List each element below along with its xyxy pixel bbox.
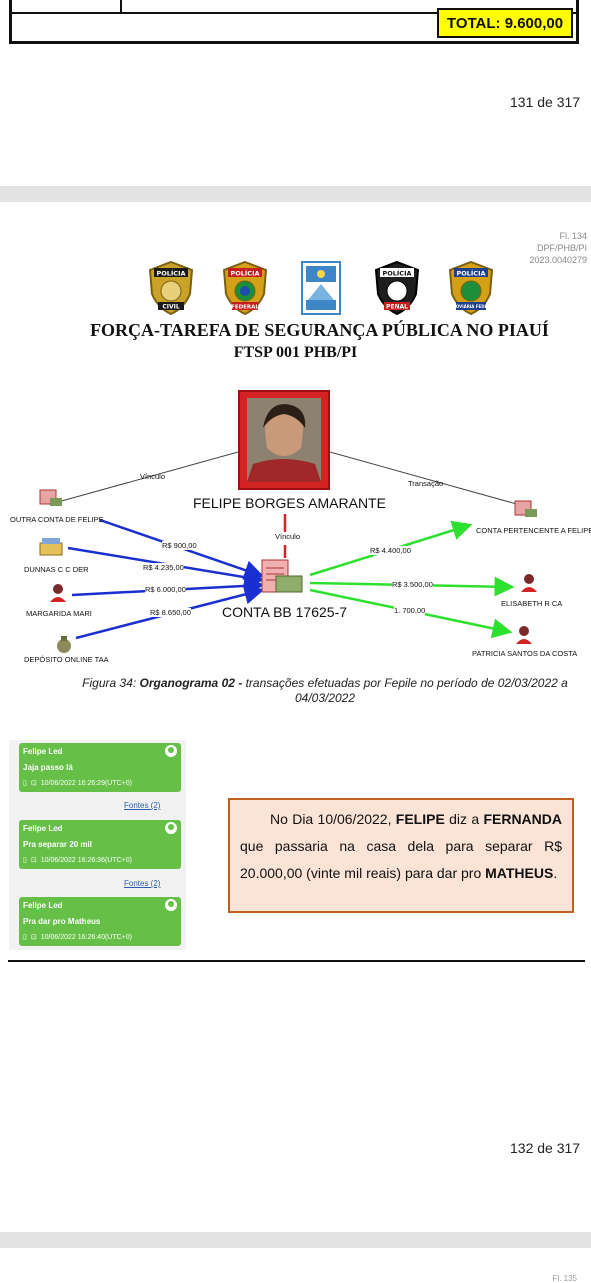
- account-node-icon-conta-felipe: [514, 500, 537, 517]
- analysis-note-box: No Dia 10/06/2022, FELIPE diz a FERNANDA…: [228, 798, 574, 913]
- link-transacao-right: [329, 451, 521, 506]
- message-text: Pra separar 20 mil: [23, 840, 92, 849]
- label-vinculo-left: Vínculo: [140, 472, 166, 481]
- incoming-node-name-3: MARGARIDA MARI: [26, 609, 92, 618]
- label-transacao-right: Transação: [408, 479, 444, 488]
- avatar-icon: [165, 899, 177, 911]
- central-person-name: FELIPE BORGES AMARANTE: [193, 495, 386, 511]
- svg-text:POLÍCIA: POLÍCIA: [456, 269, 485, 278]
- phone-icon: ▯: [23, 857, 27, 864]
- svg-text:FEDERAL: FEDERAL: [231, 305, 259, 311]
- svg-text:POLÍCIA: POLÍCIA: [156, 269, 185, 278]
- message-sender: Felipe Led: [23, 824, 63, 833]
- note-text-4: .: [553, 865, 558, 881]
- svg-text:CIVIL: CIVIL: [162, 304, 180, 311]
- fontes-link[interactable]: Fontes (2): [124, 879, 161, 888]
- contact-icon: ⊡: [30, 780, 37, 787]
- phone-icon: ▯: [23, 934, 27, 941]
- contact-icon: ⊡: [30, 857, 37, 864]
- incoming-amount-3: R$ 6.000,00: [145, 585, 186, 594]
- message-text: Pra dar pro Matheus: [23, 917, 101, 926]
- person-node-icon-patricia: [516, 626, 532, 644]
- message-sender: Felipe Led: [23, 901, 63, 910]
- piaui-coat-of-arms-icon: [296, 260, 346, 315]
- note-bold-fernanda: FERNANDA: [483, 811, 562, 827]
- chat-message: Felipe Led Pra dar pro Matheus ▯⊡10/06/2…: [19, 897, 181, 946]
- document-title: FORÇA-TAREFA DE SEGURANÇA PÚBLICA NO PIA…: [90, 320, 549, 340]
- total-cell: TOTAL: 9.600,00: [437, 8, 573, 38]
- policia-civil-badge-icon: POLÍCIA CIVIL: [144, 260, 196, 316]
- figure-caption: Figura 34: Organograma 02 - transações e…: [60, 676, 590, 706]
- suspect-photo: [238, 390, 330, 490]
- outgoing-node-name-1: CONTA PERTENCENTE A FELIPE: [476, 526, 591, 535]
- page-number: 131 de 317: [510, 94, 581, 110]
- table-column-divider: [120, 0, 122, 12]
- avatar-icon: [165, 745, 177, 757]
- svg-text:POLÍCIA: POLÍCIA: [382, 269, 411, 278]
- fontes-link[interactable]: Fontes (2): [124, 801, 161, 810]
- folio-number: Fl. 134: [559, 231, 587, 241]
- outgoing-amount-1: R$ 4.400,00: [370, 546, 411, 555]
- page-number: 132 de 317: [510, 1140, 581, 1156]
- chat-message: Felipe Led Jaja passo lá ▯⊡10/06/2022 16…: [19, 743, 181, 792]
- chat-message: Felipe Led Pra separar 20 mil ▯⊡10/06/20…: [19, 820, 181, 869]
- incoming-amount-4: R$ 8.650,00: [150, 608, 191, 617]
- note-bold-felipe: FELIPE: [395, 811, 445, 827]
- photo-portrait: [247, 398, 321, 482]
- svg-text:RODOVIÁRIA FEDERAL: RODOVIÁRIA FEDERAL: [446, 304, 497, 309]
- central-account-name: CONTA BB 17625-7: [222, 604, 348, 620]
- outgoing-amount-2: R$ 3.500,00: [392, 580, 433, 589]
- policia-rodoviaria-federal-badge-icon: POLÍCIA RODOVIÁRIA FEDERAL: [444, 260, 497, 316]
- caption-text: transações efetuadas por Fepile no perío…: [245, 676, 568, 705]
- message-text: Jaja passo lá: [23, 763, 73, 772]
- folio-process: 2023.0040279: [529, 255, 587, 265]
- message-sender: Felipe Led: [23, 747, 63, 756]
- document-subtitle: FTSP 001 PHB/PI: [233, 344, 358, 361]
- chat-screenshot: Felipe Led Jaja passo lá ▯⊡10/06/2022 16…: [9, 740, 186, 950]
- contact-icon: ⊡: [30, 934, 37, 941]
- incoming-node-name-4: DEPÓSITO ONLINE TAA: [24, 655, 109, 664]
- label-vinculo-center: Vínculo: [275, 532, 301, 541]
- policia-penal-badge-icon: POLÍCIA PENAL: [370, 260, 422, 316]
- note-bold-matheus: MATHEUS: [485, 865, 554, 881]
- outgoing-amount-3: 1. 700,00: [394, 606, 426, 615]
- incoming-amount-2: R$ 4.235,00: [143, 563, 184, 572]
- message-timestamp: 10/06/2022 16:26:40(UTC+0): [40, 934, 132, 941]
- outgoing-node-name-3: PATRICIA SANTOS DA COSTA: [472, 649, 578, 658]
- caption-prefix: Figura 34:: [82, 676, 140, 690]
- summary-table: [9, 0, 579, 44]
- central-account-icon: [261, 559, 303, 593]
- phone-icon: ▯: [23, 780, 27, 787]
- section-rule: [8, 960, 585, 962]
- link-vinculo-left: [57, 451, 239, 503]
- table-row-divider: [9, 12, 579, 14]
- outgoing-node-name-2: ELISABETH R CA: [501, 599, 563, 608]
- message-timestamp: 10/06/2022 16:26:29(UTC+0): [40, 780, 132, 787]
- company-node-icon-dunnas: [39, 538, 63, 556]
- money-bag-icon-deposito: [57, 636, 71, 653]
- incoming-amount-1: R$ 900,00: [162, 541, 197, 550]
- next-page-folio: Fl. 135: [552, 1274, 577, 1283]
- person-node-icon-margarida: [50, 584, 66, 602]
- note-text-3: que passaria na casa dela para separar R…: [240, 838, 562, 881]
- message-timestamp: 10/06/2022 16:26:36(UTC+0): [40, 857, 132, 864]
- page-separator: [0, 186, 591, 202]
- svg-text:PENAL: PENAL: [386, 304, 408, 311]
- folio-stamp: Fl. 134 DPF/PHB/PI 2023.0040279: [529, 230, 587, 266]
- caption-figure-title: Organograma 02 -: [139, 676, 246, 690]
- incoming-node-name-1: OUTRA CONTA DE FELIPE: [10, 515, 104, 524]
- person-node-icon-elisabeth: [521, 574, 537, 592]
- folio-unit: DPF/PHB/PI: [536, 243, 587, 253]
- account-node-icon-outra-conta: [39, 489, 62, 506]
- note-text-2: diz a: [444, 811, 484, 827]
- avatar-icon: [165, 822, 177, 834]
- incoming-node-name-2: DUNNAS C C DER: [24, 565, 89, 574]
- note-text-1: No Dia 10/06/2022,: [270, 811, 396, 827]
- page-separator: [0, 1232, 591, 1248]
- svg-text:POLÍCIA: POLÍCIA: [230, 269, 259, 278]
- policia-federal-badge-icon: POLÍCIA FEDERAL: [218, 260, 270, 316]
